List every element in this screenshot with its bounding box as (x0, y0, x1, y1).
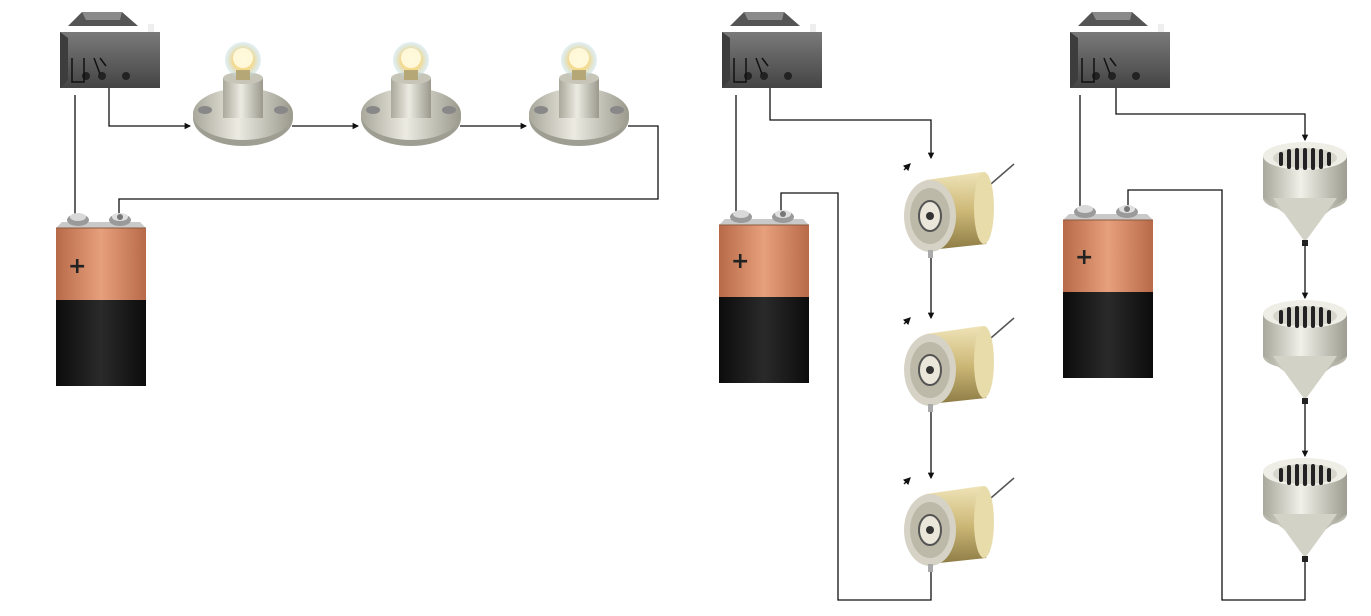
battery-9v: + (1062, 204, 1154, 379)
circuit-buzzers: + (1062, 11, 1347, 601)
motor-2 (904, 318, 1014, 412)
buzzer-3 (1263, 458, 1347, 562)
wire-buzzers (1076, 88, 1309, 601)
wire-motors (732, 88, 935, 601)
motor-1 (904, 164, 1014, 258)
buzzer-1 (1263, 142, 1347, 246)
rocker-switch[interactable] (59, 11, 161, 89)
lamp-2 (361, 42, 461, 146)
circuit-lamps: + (55, 11, 659, 387)
circuit-motors: + (718, 11, 1014, 601)
battery-9v: + (55, 212, 147, 387)
battery-plus-label: + (68, 254, 86, 279)
buzzer-2 (1263, 300, 1347, 404)
battery-9v: + (718, 209, 810, 384)
lamp-1 (193, 42, 293, 146)
battery-plus-label: + (731, 249, 749, 274)
lamp-3 (529, 42, 629, 146)
rocker-switch[interactable] (1069, 11, 1171, 89)
battery-plus-label: + (1075, 245, 1093, 270)
motor-3 (904, 478, 1014, 572)
wire-lamps (71, 88, 659, 226)
rocker-switch[interactable] (721, 11, 823, 89)
